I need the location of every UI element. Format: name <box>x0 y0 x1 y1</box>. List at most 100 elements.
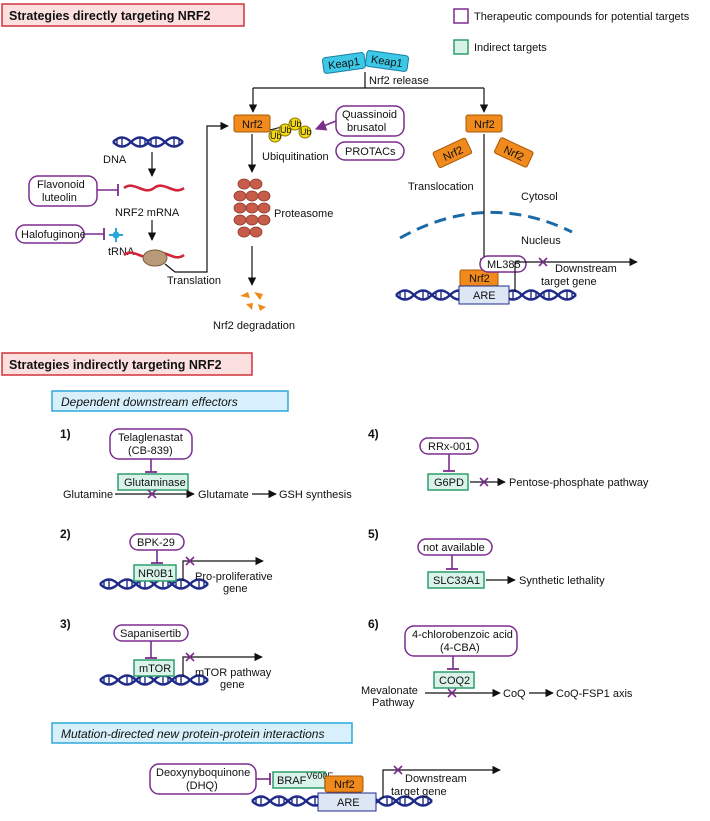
are-label: ARE <box>473 290 496 302</box>
g6pd-label: G6PD <box>434 477 464 489</box>
section-header-direct: Strategies directly targeting NRF2 <box>1 3 245 27</box>
ml385-label: ML385 <box>487 259 521 271</box>
mtor-path-label-2: gene <box>220 679 244 691</box>
dhq-label-1: Deoxynyboquinone <box>156 767 250 779</box>
inhibit-x-2 <box>185 556 195 566</box>
ub-4: Ub <box>300 127 312 137</box>
inhibit-x-4 <box>479 477 489 487</box>
mtor-box <box>133 659 175 677</box>
protacs-label: PROTACs <box>345 146 396 158</box>
flavonoid-label-1: Flavonoid <box>37 179 85 191</box>
coq-label: CoQ <box>503 688 526 700</box>
item-number-6: 6) <box>368 617 379 631</box>
dna-helix-2 <box>98 578 138 590</box>
rrx001-label: RRx-001 <box>428 441 471 453</box>
ubiquitination-label: Ubiquitination <box>262 151 329 163</box>
legend-swatch-indirect <box>453 39 469 55</box>
ub-2: Ub <box>280 125 292 135</box>
g6pd-box <box>427 473 469 491</box>
proteasome-label: Proteasome <box>274 208 333 220</box>
section-header-indirect: Strategies indirectly targeting NRF2 <box>1 352 253 376</box>
cba-label-2: (4-CBA) <box>440 642 480 654</box>
flavonoid-label-2: luteolin <box>42 192 77 204</box>
nrf2-release-label: Nrf2 release <box>369 75 429 87</box>
nuclear-membrane <box>399 211 573 240</box>
quassinoid-label-1: Quassinoid <box>342 109 397 121</box>
translocation-label: Translocation <box>408 181 474 193</box>
keap1-dimer: Keap1 Keap1 <box>321 50 410 74</box>
item-number-3: 3) <box>60 617 71 631</box>
telaglenastat-label-2: (CB-839) <box>128 445 173 457</box>
slc33a1-label: SLC33A1 <box>433 575 480 587</box>
downstream-mutation-label-2: target gene <box>391 786 447 798</box>
braf-label: BRAFV600E <box>277 771 333 787</box>
gsh-label: GSH synthesis <box>279 489 352 501</box>
nuclear-dna-helix <box>394 289 434 301</box>
nrf2-box-dimer-a <box>432 137 473 169</box>
nrf2-mrna-label: NRF2 mRNA <box>115 207 180 219</box>
ub-3: Ub <box>290 119 302 129</box>
glutaminase-box <box>117 473 189 491</box>
slc33a1-box <box>427 571 485 589</box>
subheader-mutation: Mutation-directed new protein-protein in… <box>51 722 353 744</box>
translation-label: Translation <box>167 275 221 287</box>
legend-swatch-therapeutic <box>453 8 469 24</box>
ub-1: Ub <box>270 131 282 141</box>
nucleus-label: Nucleus <box>521 235 561 247</box>
trna-icon <box>109 228 123 242</box>
cytosol-label: Cytosol <box>521 191 558 203</box>
trna-label: tRNA <box>108 246 135 258</box>
inhibit-x-6 <box>447 688 457 698</box>
nrf2-box-right <box>465 114 503 133</box>
glutamate-label: Glutamate <box>198 489 249 501</box>
proprolif-label-2: gene <box>223 583 247 595</box>
item-number-4: 4) <box>368 427 379 441</box>
nrf2-label-right: Nrf2 <box>474 119 495 131</box>
telaglenastat-label-1: Telaglenastat <box>118 432 183 444</box>
item-number-2: 2) <box>60 527 71 541</box>
legend: Therapeutic compounds for potential targ… <box>453 8 690 55</box>
nrf2-box-mutation <box>324 775 364 793</box>
ppp-label: Pentose-phosphate pathway <box>509 477 649 489</box>
cba-label-1: 4-chlorobenzoic acid <box>412 629 513 641</box>
halofuginone-label: Halofuginone <box>21 229 86 241</box>
keap1-label-1: Keap1 <box>327 56 360 72</box>
dna-helix-top <box>111 136 151 148</box>
item-number-1: 1) <box>60 427 71 441</box>
cba-box <box>404 625 518 657</box>
protacs-box <box>335 141 405 161</box>
nrf2-degradation-label: Nrf2 degradation <box>213 320 295 332</box>
synthetic-lethality-label: Synthetic lethality <box>519 575 605 587</box>
subheader-dependent: Dependent downstream effectors <box>51 390 289 412</box>
not-available-label: not available <box>423 542 485 554</box>
inhibit-x-1 <box>147 489 157 499</box>
quassinoid-label-2: brusatol <box>347 122 386 134</box>
item-number-5: 5) <box>368 527 379 541</box>
are-box-mutation <box>317 792 377 812</box>
downstream-label-1: Downstream <box>555 263 617 275</box>
proprolif-label-1: Pro-proliferative <box>195 571 273 583</box>
mevalonate-label-2: Pathway <box>372 697 415 709</box>
degraded-fragments-icon <box>240 292 266 311</box>
dna-helix-3 <box>98 674 138 686</box>
inhibit-x-3 <box>185 652 195 662</box>
nrf2-label-mutation: Nrf2 <box>334 779 355 791</box>
coq-fsp1-label: CoQ-FSP1 axis <box>556 688 633 700</box>
sapanisertib-label: Sapanisertib <box>120 628 181 640</box>
proteasome-icon <box>233 178 271 238</box>
glutamine-label: Glutamine <box>63 489 113 501</box>
legend-label-indirect: Indirect targets <box>474 42 547 54</box>
keap1-label-2: Keap1 <box>370 54 403 70</box>
inhibit-x-direct <box>538 257 548 267</box>
mtor-path-label-1: mTOR pathway <box>195 667 272 679</box>
downstream-mutation-label-1: Downstream <box>405 773 467 785</box>
nr0b1-box <box>133 564 177 582</box>
section-title-indirect: Strategies indirectly targeting NRF2 <box>9 358 222 372</box>
nrf2-box-left <box>233 114 271 133</box>
section-title-direct: Strategies directly targeting NRF2 <box>9 9 210 23</box>
dna-helix-mutation <box>250 795 290 807</box>
nr0b1-label: NR0B1 <box>138 568 173 580</box>
ubiquitin-chain: Ub Ub Ub Ub <box>268 117 312 143</box>
inhibit-x-mutation <box>393 765 403 775</box>
